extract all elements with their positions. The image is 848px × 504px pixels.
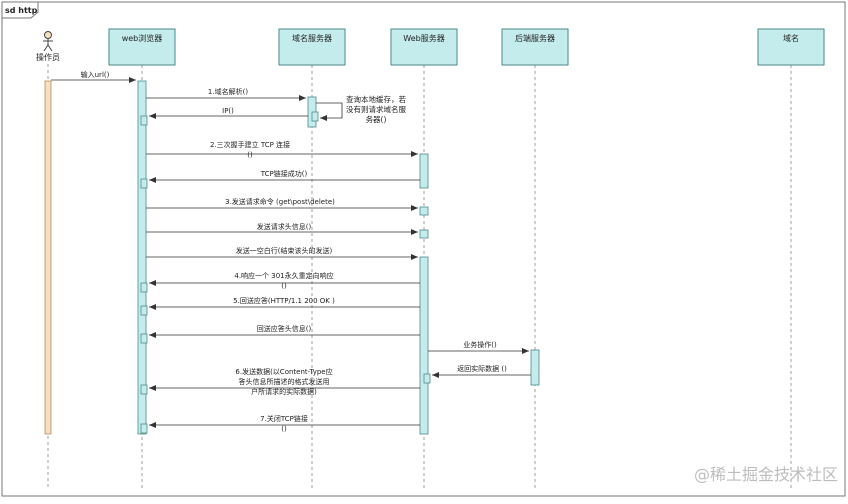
activation-browser-200	[140, 305, 148, 316]
activation-browser-headers	[140, 333, 148, 344]
participant-backend-label: 后端服务器	[515, 33, 555, 43]
message-label-resp-headers: 回送应答头信息()	[257, 324, 312, 333]
message-label-headers: 发送请求头信息()	[257, 222, 312, 231]
activation-browser-tcp	[140, 178, 148, 189]
message-label-tcp-ok: TCP链接成功()	[260, 169, 308, 178]
message-label-301-args: ()	[281, 282, 287, 290]
activation-web-response	[419, 256, 429, 435]
message-label-blank-line: 发送一空白行(结束该头的发送)	[236, 246, 333, 255]
message-label-send-data-3: 户所请求的实际数据)	[251, 387, 317, 396]
message-label-301: 4.响应一个 301永久重定向响应	[234, 271, 333, 280]
actor-label: 操作员	[36, 52, 60, 62]
note-line-2: 没有则请求域名服	[346, 104, 406, 114]
activation-dns-self	[311, 111, 319, 122]
activation-backend	[530, 349, 540, 386]
participant-dns: 域名服务器	[278, 28, 346, 66]
message-label-handshake-args: ()	[247, 151, 253, 159]
activation-browser-data	[140, 384, 148, 395]
message-label-200: 5.回送应答(HTTP/1.1 200 OK )	[233, 296, 335, 305]
activation-web-request	[419, 206, 429, 216]
participant-web: Web服务器	[390, 28, 458, 66]
activation-web-headers	[419, 229, 429, 239]
message-label-request: 3.发送请求命令 (get\post\delete)	[225, 197, 335, 206]
activation-browser-301	[140, 282, 148, 293]
participant-dns-label: 域名服务器	[292, 33, 332, 43]
message-label-dns-resolve: 1.域名解析()	[208, 87, 248, 96]
message-label-ip: IP()	[222, 107, 234, 115]
message-label-close-tcp: 7.关闭TCP链接	[260, 414, 308, 423]
participant-browser-label: web浏览器	[122, 33, 163, 43]
frame-tab	[1, 1, 39, 19]
participant-web-label: Web服务器	[403, 33, 444, 43]
activation-browser	[137, 80, 147, 435]
lifelines	[47, 64, 792, 490]
message-arrow-self-cache	[316, 102, 343, 121]
message-label-send-data-2: 答头信息所描述的格式发送用	[239, 377, 330, 386]
message-label-close-tcp-args: ()	[281, 425, 287, 433]
message-label-return-data: 返回实际数据 ()	[457, 364, 507, 373]
watermark: @稀土掘金技术社区	[694, 465, 838, 484]
actor-operator-icon	[43, 31, 53, 52]
message-label-handshake: 2.三次握手建立 TCP 连接	[210, 140, 290, 149]
message-label-business: 业务操作()	[463, 340, 497, 349]
frame-title: sd http	[5, 6, 38, 15]
participant-domain: 域名	[757, 28, 825, 66]
message-label-url: 输入url()	[81, 70, 110, 79]
note-line-3: 务器()	[366, 114, 387, 124]
message-label-send-data-1: 6.发送数据(以Content-Type应	[235, 367, 332, 376]
participant-domain-label: 域名	[783, 33, 799, 43]
activation-actor	[44, 80, 52, 435]
participant-browser: web浏览器	[108, 28, 176, 66]
activation-web-return	[423, 373, 431, 384]
activation-browser-ip	[140, 115, 148, 126]
participant-backend: 后端服务器	[501, 28, 569, 66]
activation-web-tcp	[419, 153, 429, 189]
note-line-1: 查询本地缓存，若	[346, 94, 406, 104]
activation-browser-close	[140, 423, 148, 434]
